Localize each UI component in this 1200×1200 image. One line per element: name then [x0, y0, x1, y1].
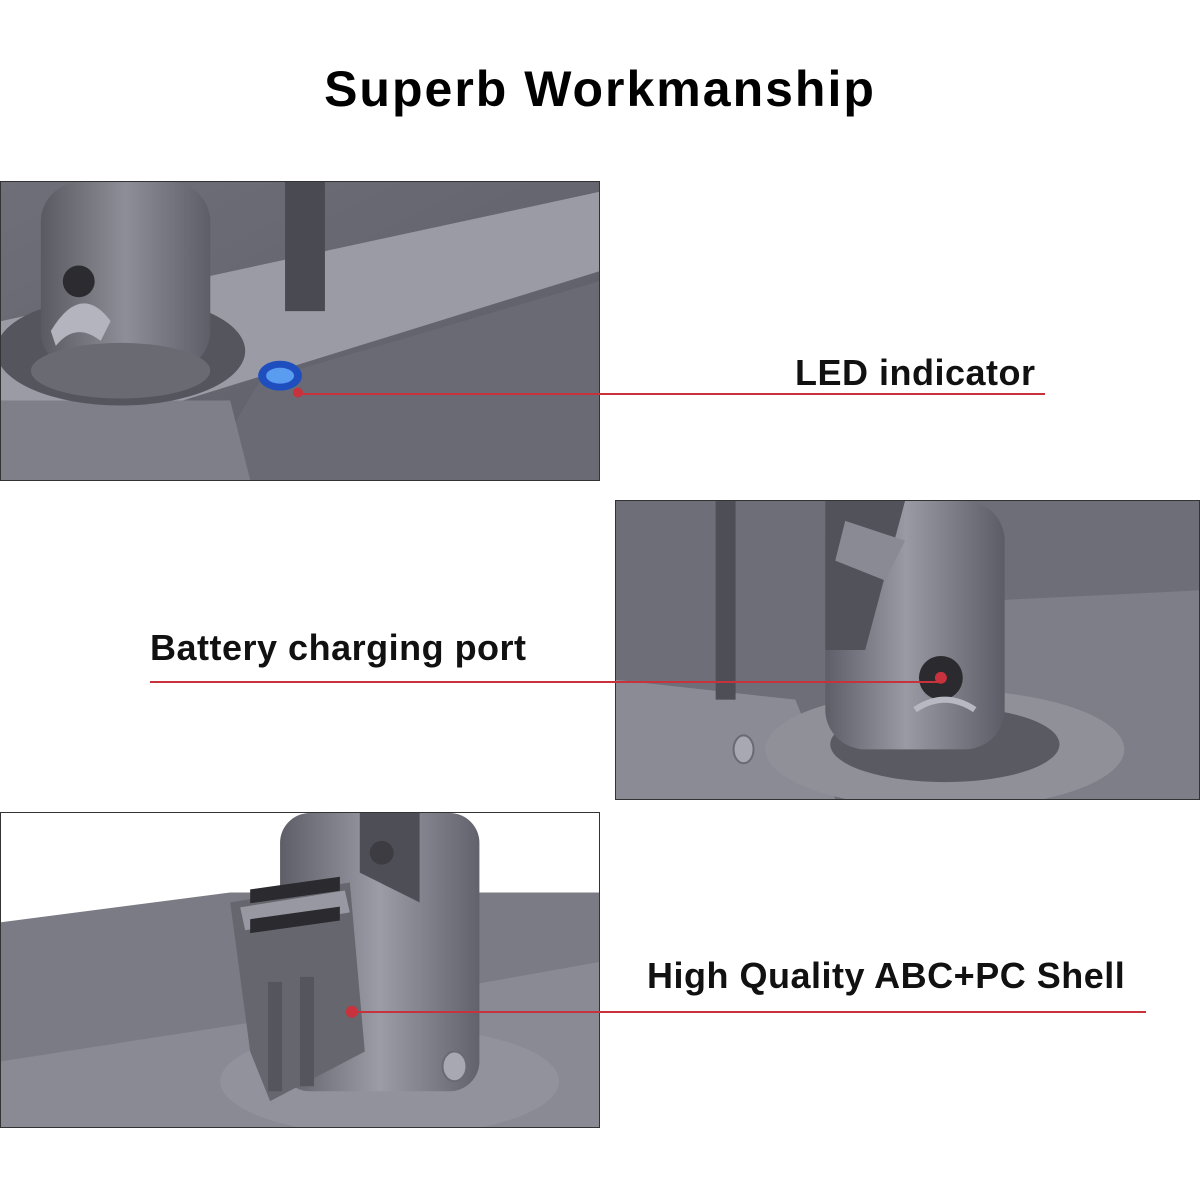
shell-leader-line — [352, 1011, 1146, 1013]
led-indicator-label: LED indicator — [795, 352, 1036, 393]
charging-port-photo — [615, 500, 1200, 800]
charging-port-leader-line — [150, 681, 940, 683]
shell-label: High Quality ABC+PC Shell — [647, 955, 1126, 996]
led-leader-line — [300, 393, 1045, 395]
page-title: Superb Workmanship — [324, 61, 876, 117]
led-indicator-photo — [0, 181, 600, 481]
charging-port-label: Battery charging port — [150, 627, 527, 668]
shell-photo — [0, 812, 600, 1128]
